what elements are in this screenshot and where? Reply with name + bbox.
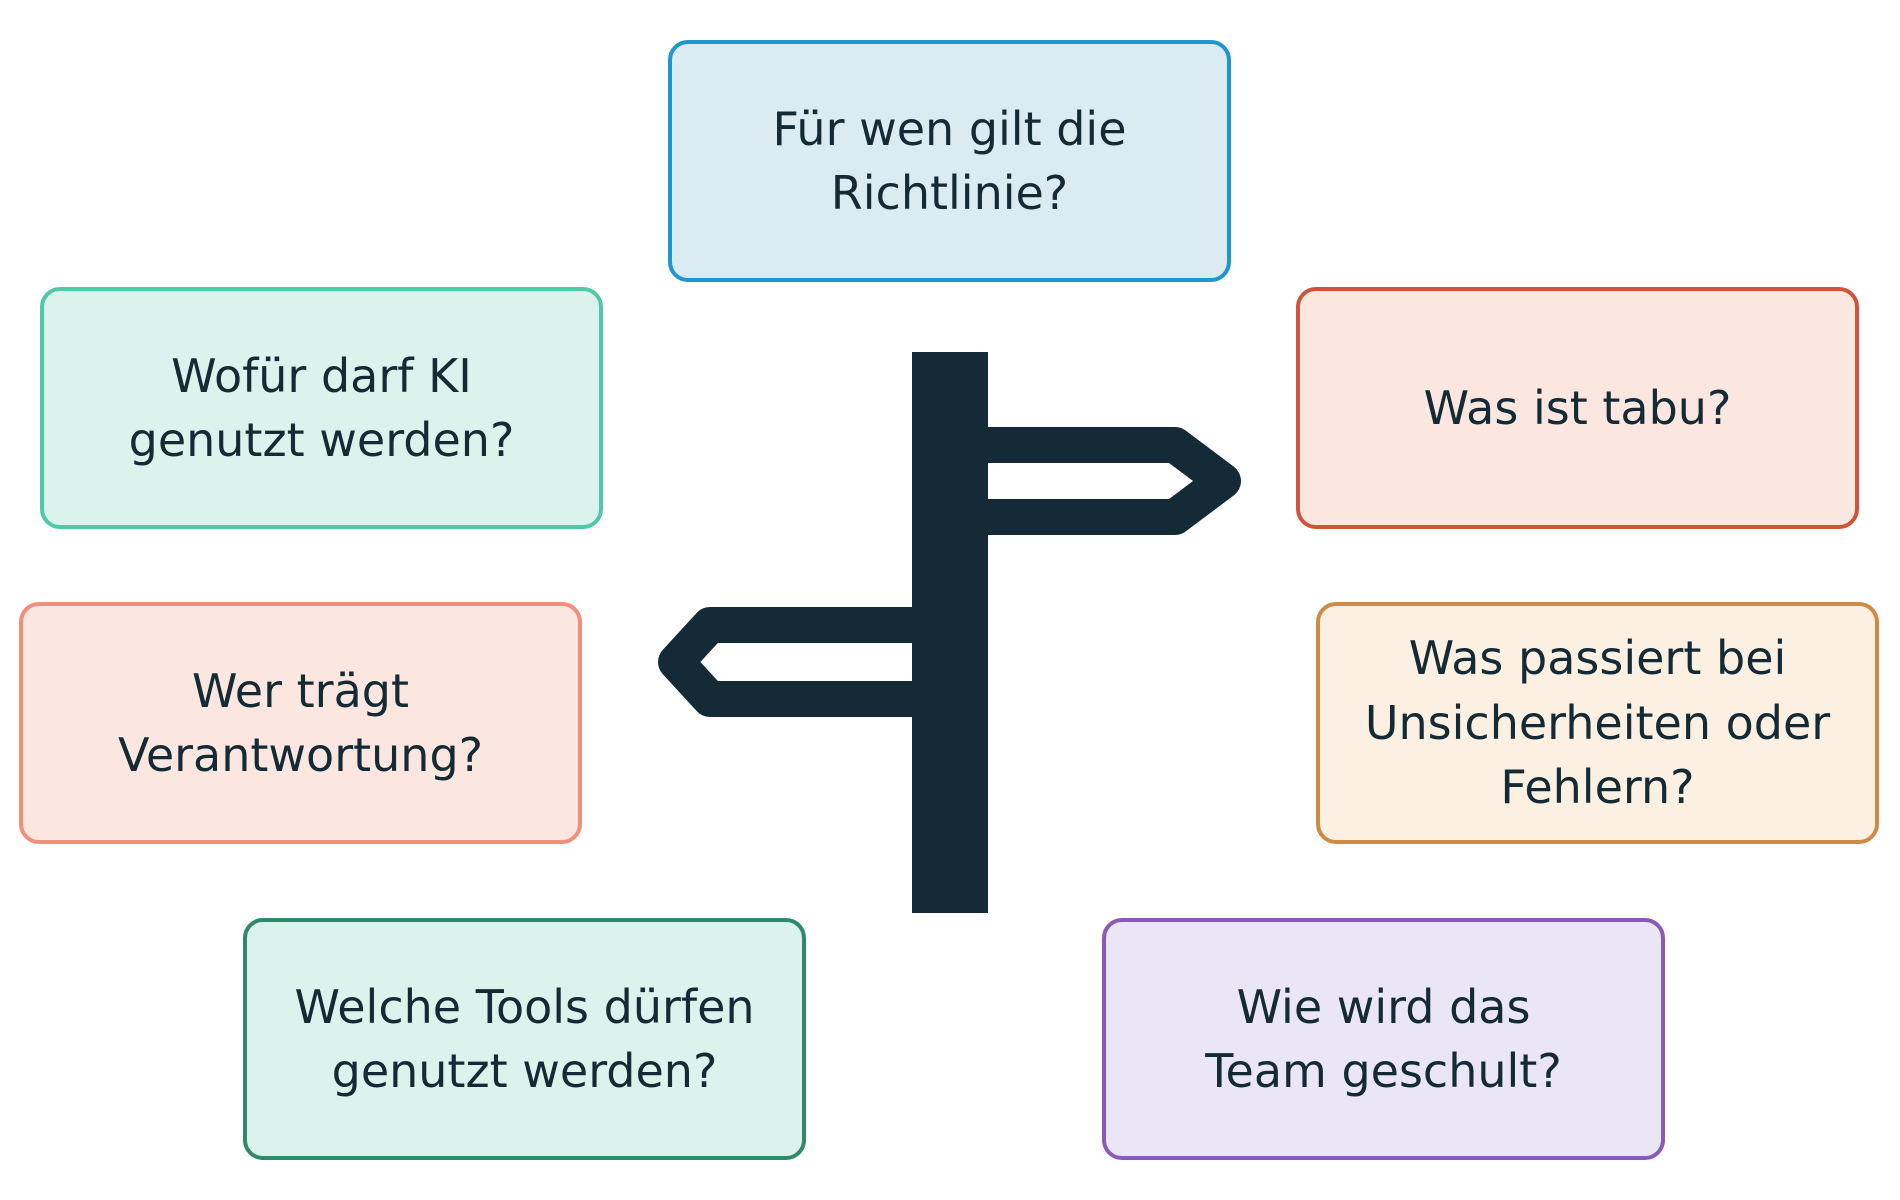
card-responsibility-text: Wer trägt Verantwortung? — [117, 663, 484, 782]
card-policy-scope: Für wen gilt die Richtlinie? — [668, 40, 1231, 282]
card-allowed-tools: Welche Tools dürfen genutzt werden? — [243, 918, 806, 1160]
card-ai-usage: Wofür darf KI genutzt werden? — [40, 287, 603, 529]
card-taboo-text: Was ist tabu? — [1423, 380, 1732, 435]
card-allowed-tools-text: Welche Tools dürfen genutzt werden? — [294, 979, 755, 1098]
card-uncertainty: Was passiert bei Unsicherheiten oder Feh… — [1316, 602, 1879, 844]
card-uncertainty-text: Was passiert bei Unsicherheiten oder Feh… — [1364, 631, 1831, 815]
signpost-pole-neck — [912, 390, 988, 430]
signpost-pole — [912, 352, 988, 913]
right-sign-board — [932, 427, 1241, 535]
card-team-training: Wie wird das Team geschult? — [1102, 918, 1665, 1160]
card-ai-usage-text: Wofür darf KI genutzt werden? — [128, 348, 515, 467]
card-taboo: Was ist tabu? — [1296, 287, 1859, 529]
card-team-training-text: Wie wird das Team geschult? — [1205, 979, 1562, 1098]
left-sign-board — [658, 607, 968, 717]
card-policy-scope-text: Für wen gilt die Richtlinie? — [772, 101, 1127, 220]
card-responsibility: Wer trägt Verantwortung? — [19, 602, 582, 844]
